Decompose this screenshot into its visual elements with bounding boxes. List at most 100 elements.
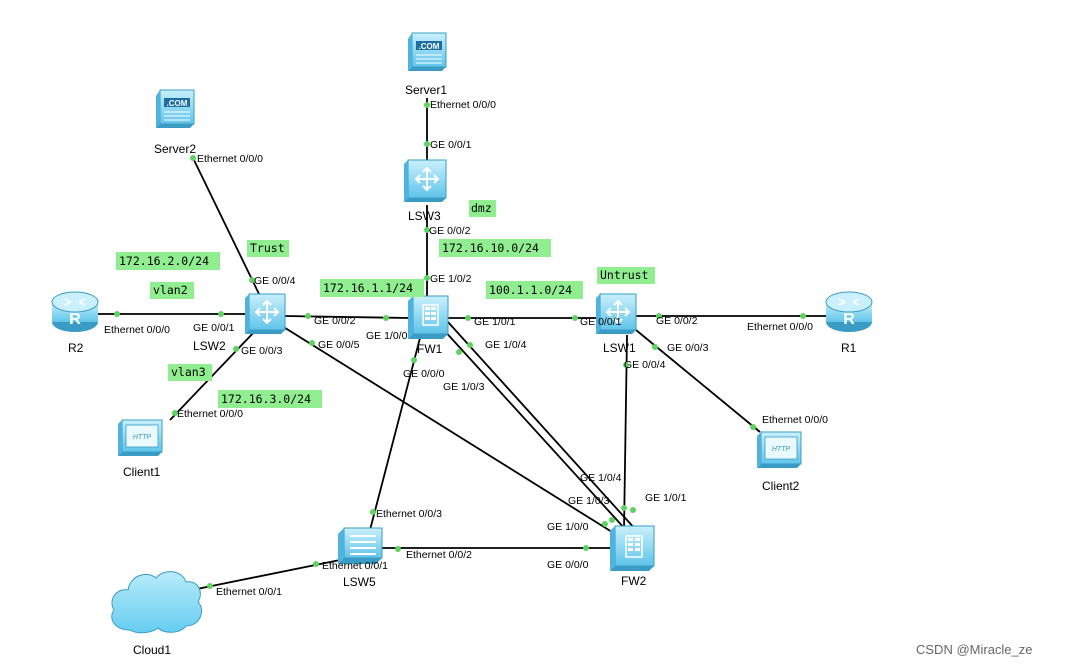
firewall-brick-icon	[422, 304, 439, 326]
link-server2-lsw2	[192, 157, 261, 297]
lsw1-device[interactable]	[596, 293, 637, 334]
port-dot	[467, 342, 473, 348]
tag-untrust: Untrust	[600, 268, 648, 282]
port-label: GE 0/0/4	[254, 275, 296, 287]
port-label: GE 1/0/1	[474, 316, 516, 328]
port-label: Ethernet 0/0/0	[104, 324, 170, 336]
port-dot	[656, 313, 662, 319]
port-dot	[370, 509, 376, 515]
lsw3-device[interactable]	[404, 159, 447, 202]
port-label: Ethernet 0/0/0	[197, 153, 263, 165]
http-client-icon: HTTP	[133, 434, 152, 441]
lsw3-label: LSW3	[408, 209, 441, 223]
port-dot	[652, 344, 658, 350]
port-dot	[424, 102, 430, 108]
port-dot	[190, 155, 196, 161]
port-label: GE 0/0/1	[430, 139, 472, 151]
port-dot	[395, 546, 401, 552]
port-dot	[424, 227, 430, 233]
port-label: GE 1/0/4	[485, 339, 527, 351]
fw2-label: FW2	[621, 574, 647, 588]
port-dot	[172, 410, 178, 416]
lsw2-label: LSW2	[193, 339, 226, 353]
port-label: GE 1/0/0	[547, 521, 589, 533]
port-dot	[424, 141, 430, 147]
port-label: GE 0/0/1	[193, 322, 235, 334]
tag-net-100: 100.1.1.0/24	[489, 283, 572, 297]
port-dot	[572, 315, 578, 321]
port-label: Ethernet 0/0/3	[376, 508, 442, 520]
switch-arrows-icon	[414, 166, 440, 192]
lsw1-label: LSW1	[603, 341, 636, 355]
r2-label: R2	[68, 341, 84, 355]
port-dot	[114, 311, 120, 317]
cloud1-label: Cloud1	[133, 643, 171, 657]
port-label: GE 0/0/0	[547, 559, 589, 571]
port-label: GE 1/0/3	[443, 381, 485, 393]
port-dot	[623, 362, 629, 368]
router-r-icon: R	[843, 311, 855, 328]
lsw5-label: LSW5	[343, 575, 376, 589]
tag-trust: Trust	[250, 241, 285, 255]
tag-gw-1: 172.16.1.1/24	[323, 281, 413, 295]
tag-net-3: 172.16.3.0/24	[221, 392, 311, 406]
port-label: GE 1/0/1	[645, 492, 687, 504]
tag-dmz: dmz	[471, 201, 492, 215]
port-label: GE 1/0/0	[366, 330, 408, 342]
port-label: GE 0/0/1	[580, 316, 622, 328]
lsw2-device[interactable]	[245, 293, 286, 334]
port-label: GE 0/0/2	[429, 225, 471, 237]
port-label: GE 1/0/2	[430, 273, 472, 285]
port-dot	[465, 315, 471, 321]
port-label: GE 0/0/3	[667, 342, 709, 354]
port-dot	[602, 521, 608, 527]
lsw5-device[interactable]	[338, 527, 383, 564]
port-dot	[383, 315, 389, 321]
port-label: Ethernet 0/0/0	[430, 99, 496, 111]
tag-net-10: 172.16.10.0/24	[442, 241, 539, 255]
port-dot	[583, 545, 589, 551]
client1-device[interactable]: HTTP	[118, 419, 163, 456]
server1-device[interactable]: .COM	[408, 32, 447, 71]
link-fw1-fw2-a	[441, 327, 627, 531]
server-com-icon: .COM	[167, 99, 188, 108]
switch-arrows-icon	[254, 299, 280, 325]
port-labels: Ethernet 0/0/0 GE 0/0/1 GE 0/0/2 GE 1/0/…	[104, 99, 828, 598]
port-dot	[411, 357, 417, 363]
router-r-icon: R	[69, 311, 81, 328]
switch-lines-icon	[350, 535, 376, 555]
switch-arrows-icon	[605, 299, 631, 325]
port-label: Ethernet 0/0/0	[177, 408, 243, 420]
r2-device[interactable]: R	[51, 291, 99, 332]
port-label: GE 1/0/3	[568, 495, 610, 507]
port-dot	[424, 275, 430, 281]
links	[98, 98, 826, 591]
client1-label: Client1	[123, 465, 161, 479]
cloud1-device[interactable]	[111, 571, 202, 634]
http-client-icon: HTTP	[772, 446, 791, 453]
port-label: GE 0/0/5	[318, 339, 360, 351]
port-dot	[750, 424, 756, 430]
router-arrows-icon	[64, 298, 86, 306]
tag-net-2: 172.16.2.0/24	[119, 254, 209, 268]
tag-vlan2: vlan2	[153, 283, 188, 297]
server-com-icon: .COM	[419, 42, 440, 51]
port-dot	[233, 346, 239, 352]
link-lsw2-client1	[169, 329, 257, 421]
fw2-device[interactable]	[610, 525, 655, 571]
r1-label: R1	[841, 341, 857, 355]
port-label: GE 0/0/0	[403, 368, 445, 380]
fw1-device[interactable]	[408, 295, 449, 339]
port-label: GE 0/0/2	[656, 315, 698, 327]
server1-label: Server1	[405, 83, 447, 97]
server2-device[interactable]: .COM	[156, 89, 195, 128]
port-dot	[207, 583, 213, 589]
r1-device[interactable]: R	[825, 291, 873, 332]
firewall-brick-icon	[625, 535, 643, 558]
client2-device[interactable]: HTTP	[757, 431, 802, 468]
link-fw1-fw2-b	[447, 321, 637, 531]
watermark: CSDN @Miracle_ze	[916, 642, 1033, 657]
link-fw1-lsw5	[369, 337, 421, 531]
port-label: GE 0/0/4	[624, 359, 666, 371]
port-label: Ethernet 0/0/2	[406, 549, 472, 561]
